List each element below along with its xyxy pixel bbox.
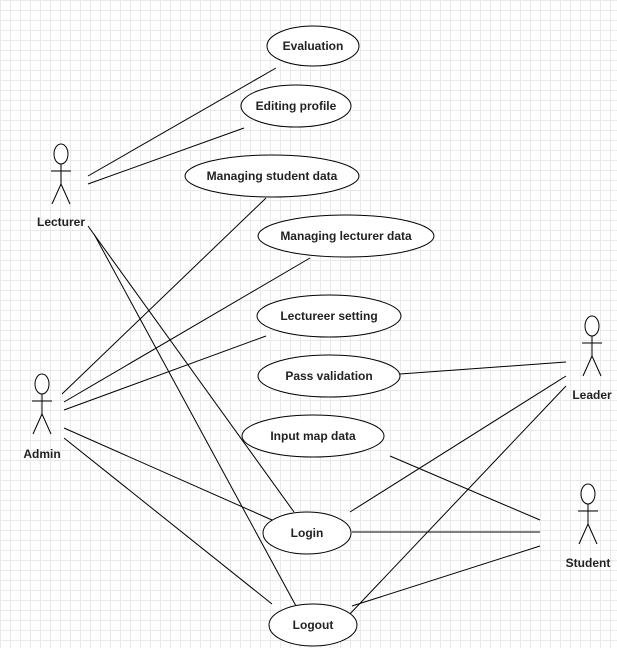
usecase-label: Editing profile	[256, 99, 337, 113]
usecase-evaluation: Evaluation	[266, 25, 360, 67]
usecase-managing-lecturer-data: Managing lecturer data	[257, 214, 435, 258]
association-lecturer-evaluation	[87, 67, 277, 177]
association-admin-login	[63, 427, 273, 521]
association-leader-login	[349, 375, 567, 513]
association-admin-managing-lecturer-data	[63, 257, 311, 403]
actor-head	[34, 373, 50, 395]
association-admin-managing-student-data	[61, 197, 267, 395]
actor-label: Student	[566, 556, 611, 570]
usecase-label: Pass validation	[285, 369, 372, 383]
association-lecturer-logout	[93, 233, 297, 607]
usecase-ellipse	[262, 511, 352, 555]
usecase-label: Managing lecturer data	[280, 229, 412, 243]
association-student-input-map-data	[389, 455, 541, 521]
usecase-input-map-data: Input map data	[241, 414, 385, 458]
usecase-ellipse	[241, 414, 385, 458]
usecase-ellipse	[184, 154, 360, 198]
association-student-logout	[351, 545, 541, 607]
actor-right-leg	[41, 413, 52, 435]
usecase-managing-student-data: Managing student data	[184, 154, 360, 198]
actor-left-leg	[32, 413, 43, 435]
actor-leader: Leader	[572, 315, 612, 402]
usecase-lecturer-setting: Lectureer setting	[256, 294, 402, 338]
usecase-ellipse	[268, 603, 358, 647]
actor-label: Lecturer	[37, 215, 85, 229]
actor-left-leg	[582, 355, 593, 377]
usecase-ellipse	[256, 294, 402, 338]
usecase-label: Lectureer setting	[280, 309, 377, 323]
usecase-ellipse	[266, 25, 360, 67]
usecase-ellipse	[257, 354, 401, 398]
usecase-label: Input map data	[270, 429, 356, 443]
usecase-login: Login	[262, 511, 352, 555]
actor-student: Student	[566, 483, 611, 570]
usecase-label: Managing student data	[207, 169, 338, 183]
actor-head	[580, 483, 596, 505]
usecase-editing-profile: Editing profile	[240, 84, 352, 128]
actor-admin: Admin	[23, 373, 61, 461]
association-leader-pass-validation	[399, 361, 567, 375]
usecase-ellipse	[240, 84, 352, 128]
actor-label: Leader	[572, 388, 612, 402]
usecase-ellipse	[257, 214, 435, 258]
usecase-label: Evaluation	[283, 39, 344, 53]
actor-right-leg	[60, 183, 71, 205]
association-admin-lecturer-setting	[63, 335, 267, 411]
association-admin-logout	[63, 437, 273, 605]
usecase-pass-validation: Pass validation	[257, 354, 401, 398]
actor-lecturer: Lecturer	[37, 143, 85, 229]
actor-label: Admin	[23, 447, 60, 461]
usecase-logout: Logout	[268, 603, 358, 647]
actor-left-leg	[51, 183, 62, 205]
usecase-label: Logout	[293, 618, 334, 632]
association-lecturer-editing-profile	[87, 127, 245, 185]
associations	[61, 67, 567, 617]
actor-left-leg	[578, 523, 589, 545]
actor-right-leg	[591, 355, 602, 377]
actor-head	[584, 315, 600, 337]
association-leader-logout	[347, 385, 567, 617]
association-lecturer-login	[87, 225, 295, 513]
usecase-label: Login	[291, 526, 324, 540]
actor-head	[53, 143, 69, 165]
actor-right-leg	[587, 523, 598, 545]
